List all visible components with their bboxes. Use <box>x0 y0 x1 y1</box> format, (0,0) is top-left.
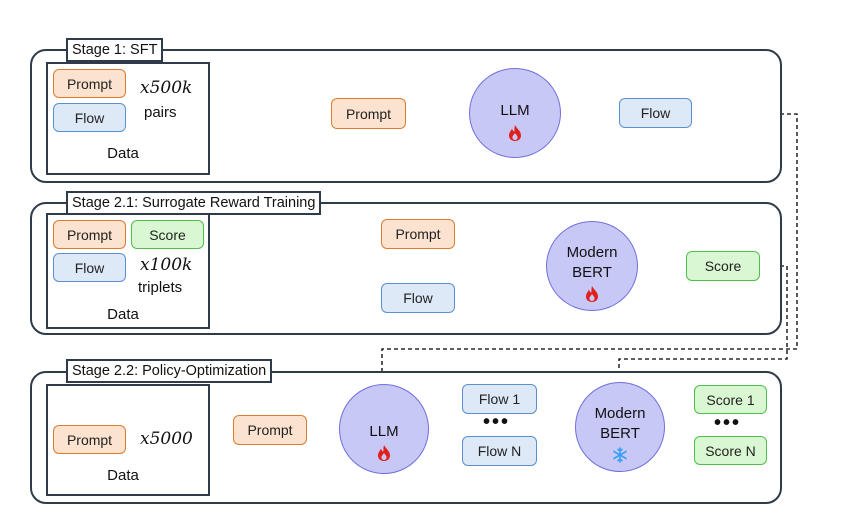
stage-2-1-bert-label-line1: Modern <box>566 244 618 261</box>
stage-1-llm-node: LLM <box>469 68 561 158</box>
stage-2-2-title: Stage 2.2: Policy-Optimization <box>66 359 273 383</box>
stage-2-2-score-n: Score N <box>694 436 767 465</box>
dashed-link-reward-to-policy <box>615 265 788 382</box>
stage-2-1-input-prompt: Prompt <box>381 219 455 249</box>
stage-1-input-prompt: Prompt <box>331 98 406 129</box>
stage-1-title: Stage 1: SFT <box>66 38 164 62</box>
stage-2-1-data-prompt: Prompt <box>53 220 126 249</box>
stage-2-2-llm-label: LLM <box>369 423 399 440</box>
stage-2-1-data-score: Score <box>131 220 204 249</box>
flame-icon <box>547 285 637 308</box>
stage-2-2-count: x5000 <box>140 429 193 449</box>
stage-1-data-caption: Data <box>107 145 139 162</box>
flame-icon <box>470 124 560 147</box>
stage-2-2-bert-node: Modern BERT <box>575 382 665 472</box>
stage-1-output-flow: Flow <box>619 98 692 128</box>
stage-1-data-prompt: Prompt <box>53 69 126 98</box>
stage-2-2-data-caption: Data <box>107 467 139 484</box>
stage-2-2-input-prompt: Prompt <box>233 415 307 445</box>
stage-2-2-scores-ellipsis: ••• <box>714 412 742 434</box>
dashed-link-sft-to-policy <box>378 113 798 382</box>
stage-1-count: x500k <box>140 78 193 98</box>
stage-1-unit: pairs <box>144 104 177 121</box>
stage-2-1-data-flow: Flow <box>53 253 126 282</box>
stage-2-2-flow-n: Flow N <box>462 436 537 466</box>
stage-2-1-unit: triplets <box>138 279 183 296</box>
stage-2-1-input-flow: Flow <box>381 283 455 313</box>
stage-2-1-bert-node: Modern BERT <box>546 221 638 311</box>
stage-2-2-flow-1: Flow 1 <box>462 384 537 414</box>
stage-2-2-bert-label-line2: BERT <box>600 425 640 442</box>
stage-2-2-score-1: Score 1 <box>694 385 767 414</box>
stage-1-data-flow: Flow <box>53 103 126 132</box>
stage-2-1-data-caption: Data <box>107 306 139 323</box>
stage-2-1-count: x100k <box>140 255 193 275</box>
stage-2-1-bert-label-line2: BERT <box>572 264 612 281</box>
stage-2-2-flows-ellipsis: ••• <box>483 411 511 433</box>
stage-2-2-llm-node: LLM <box>339 384 429 474</box>
flame-icon <box>340 444 428 467</box>
stage-2-2-data-prompt: Prompt <box>53 425 126 454</box>
stage-2-1-title: Stage 2.1: Surrogate Reward Training <box>66 191 322 215</box>
stage-2-1-output-score: Score <box>686 251 760 281</box>
stage-2-2-bert-label-line1: Modern <box>594 405 646 422</box>
stage-1-llm-label: LLM <box>500 102 530 119</box>
snowflake-icon <box>576 447 664 468</box>
